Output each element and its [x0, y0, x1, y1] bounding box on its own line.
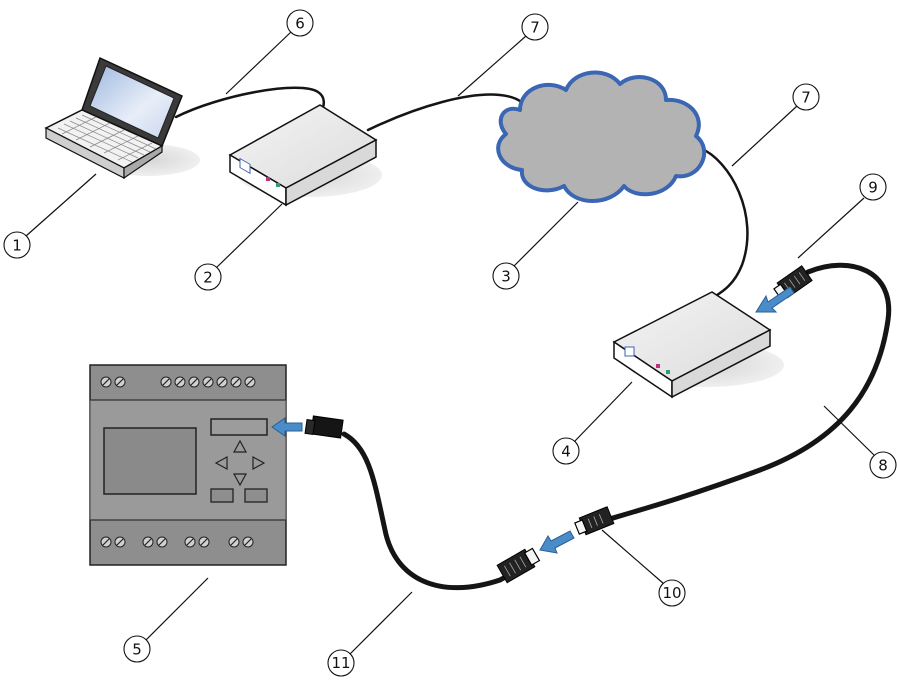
callout-11: 11 — [327, 649, 355, 677]
callout-9: 9 — [859, 173, 887, 201]
cable-plc-cable — [341, 431, 517, 591]
cable-internet-to-router — [698, 146, 749, 299]
callout-5: 5 — [123, 635, 151, 663]
callout-1: 1 — [3, 231, 31, 259]
plc-interface-slot — [210, 418, 268, 436]
callout-number: 6 — [295, 15, 305, 33]
arrow-into-router — [755, 286, 795, 313]
callout-number: 7 — [801, 89, 811, 107]
plc-top-terminals — [100, 376, 256, 388]
callout-number: 2 — [203, 269, 213, 287]
callout-7-router: 7 — [792, 83, 820, 111]
callout-number: 5 — [132, 641, 142, 659]
callout-8: 8 — [869, 451, 897, 479]
callout-number: 9 — [868, 179, 878, 197]
router-box — [612, 291, 784, 399]
callout-number: 3 — [501, 268, 511, 286]
callout-10: 10 — [658, 579, 686, 607]
cable-serial-data-cable — [603, 262, 892, 523]
sub-d-connector-10 — [574, 506, 615, 536]
plc-display — [103, 427, 197, 495]
callout-leaders — [25, 31, 876, 655]
arrow-into-cable-adapter — [539, 530, 575, 554]
internet-cloud — [496, 70, 707, 203]
callout-number: 7 — [530, 19, 540, 37]
callout-number: 11 — [331, 654, 350, 672]
arrow-into-plc — [271, 417, 303, 437]
callout-4: 4 — [552, 437, 580, 465]
callout-7-cloud: 7 — [521, 13, 549, 41]
callout-6: 6 — [286, 9, 314, 37]
plc-ok-key — [244, 488, 268, 503]
sub-d-connector-11 — [496, 547, 541, 584]
plc-cursor-keys — [214, 439, 266, 487]
laptop-computer — [44, 56, 200, 180]
callout-number: 1 — [12, 237, 22, 255]
callout-number: 8 — [878, 457, 888, 475]
callout-number: 10 — [662, 584, 681, 602]
plc-cable-plug — [304, 415, 344, 439]
callout-2: 2 — [194, 263, 222, 291]
plc-esc-key — [210, 488, 234, 503]
dsl-modem — [228, 104, 382, 207]
plc-logic-module — [89, 364, 287, 566]
callout-3: 3 — [492, 262, 520, 290]
callout-number: 4 — [561, 443, 571, 461]
cable-laptop-to-modem — [174, 86, 325, 119]
connection-arrows — [271, 286, 795, 554]
